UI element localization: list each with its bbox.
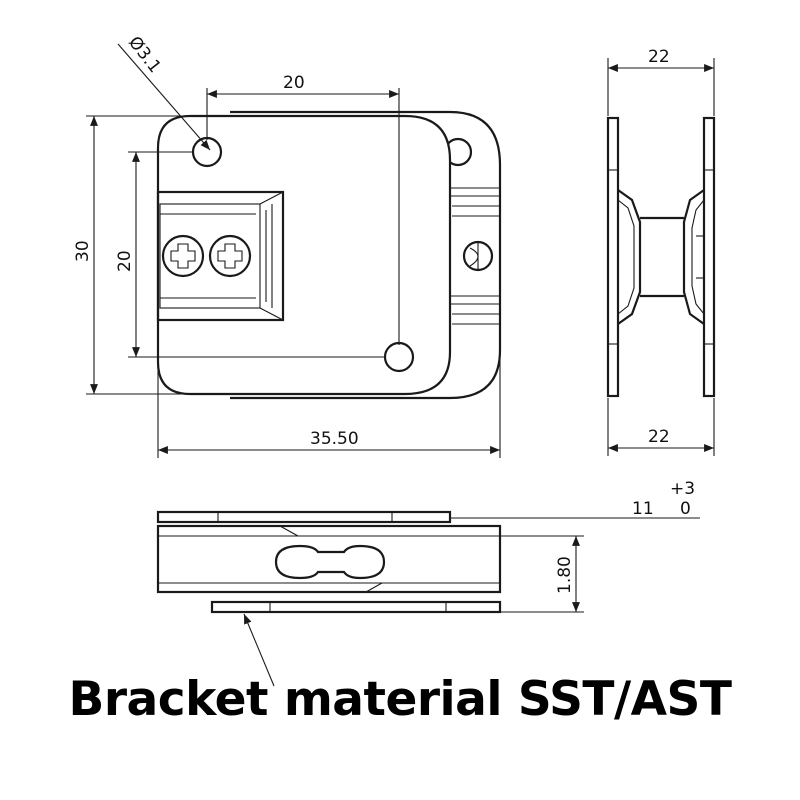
slot-screw-icon xyxy=(462,240,494,272)
edge-view: 11 +3 0 1.80 xyxy=(156,479,700,687)
side-bottom-width-label: 22 xyxy=(648,427,670,447)
screw-left-icon xyxy=(161,234,205,278)
side-view: 22 22 xyxy=(606,47,716,456)
caption: Bracket material SST/AST xyxy=(68,672,732,727)
tolerance-lower-label: 0 xyxy=(680,499,691,519)
front-view: Ø3.1 20 30 20 35.50 xyxy=(73,33,502,458)
overall-height-label: 30 xyxy=(73,240,93,262)
side-top-width-label: 22 xyxy=(648,47,670,67)
screw-right-icon xyxy=(208,234,252,278)
clamp-block xyxy=(156,190,285,322)
tolerance-nominal-label: 11 xyxy=(632,499,654,519)
edge-bottom-strip xyxy=(210,600,502,614)
hole-spacing-label: 20 xyxy=(283,73,305,93)
diameter-label: Ø3.1 xyxy=(124,33,165,77)
diameter-leader xyxy=(117,43,211,151)
edge-main-body xyxy=(156,524,502,594)
side-right-plate xyxy=(702,116,716,398)
edge-top-strip xyxy=(156,510,452,524)
overall-width-label: 35.50 xyxy=(310,429,359,449)
front-plate xyxy=(156,114,452,396)
thickness-label: 1.80 xyxy=(555,556,575,594)
back-plate xyxy=(230,110,502,400)
bracket-leader xyxy=(243,613,275,687)
edge-slot xyxy=(274,544,386,580)
tolerance-upper-label: +3 xyxy=(670,479,695,499)
back-plate-rails xyxy=(448,187,500,325)
inner-height-label: 20 xyxy=(115,250,135,272)
side-left-plate xyxy=(606,116,620,398)
